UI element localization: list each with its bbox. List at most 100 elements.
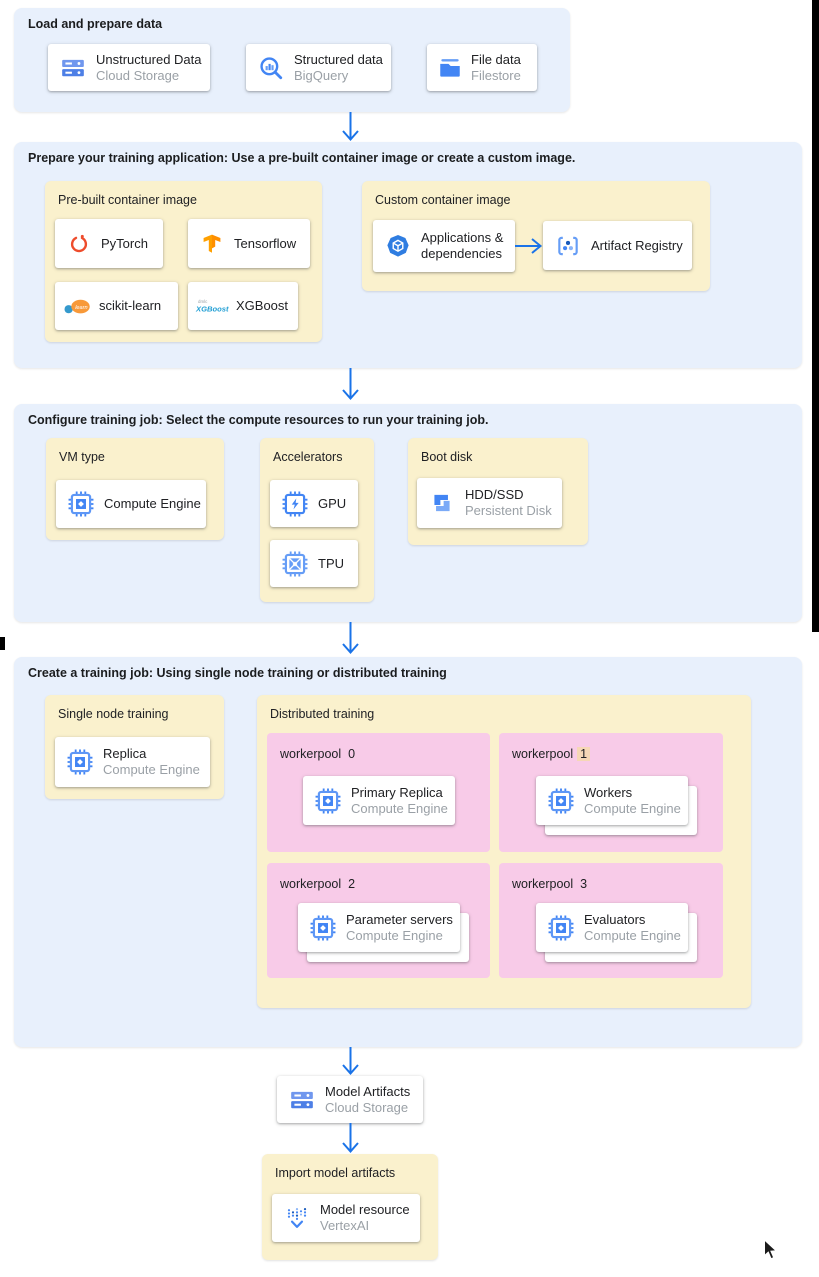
group-import-model-artifacts: Import model artifacts Model resource Ve… xyxy=(262,1154,438,1260)
section-load-and-prepare-data: Load and prepare data Unstructured Data … xyxy=(14,8,570,112)
card-title: Compute Engine xyxy=(104,496,201,511)
group-custom-container-image: Custom container image Applications & de… xyxy=(362,181,710,291)
vertex-ai-icon xyxy=(284,1205,310,1231)
section-title: Prepare your training application: Use a… xyxy=(28,151,576,165)
group-label: Custom container image xyxy=(375,193,511,207)
group-accelerators: Accelerators GPU TPU xyxy=(260,438,374,602)
compute-engine-icon xyxy=(315,788,341,814)
card-pytorch: PyTorch xyxy=(55,219,163,268)
flow-arrow-down-icon xyxy=(342,1123,359,1154)
card-model-artifacts: Model Artifacts Cloud Storage xyxy=(277,1076,423,1123)
scikit-learn-icon xyxy=(63,294,93,318)
card-title: TPU xyxy=(318,555,344,571)
flow-arrow-down-icon xyxy=(342,368,359,401)
card-title: Artifact Registry xyxy=(591,237,683,253)
card-primary-replica: Primary Replica Compute Engine xyxy=(303,776,455,825)
flow-arrow-down-icon xyxy=(342,112,359,142)
card-file-data: File data Filestore xyxy=(427,44,537,91)
card-title: Primary Replica xyxy=(351,784,443,800)
card-subtitle: Compute Engine xyxy=(103,762,200,777)
group-prebuilt-container-image: Pre-built container image PyTorch Tensor… xyxy=(45,181,322,342)
card-title: Workers xyxy=(584,784,633,800)
card-evaluators: Evaluators Compute Engine xyxy=(536,903,688,952)
section-prepare-training-application: Prepare your training application: Use a… xyxy=(14,142,802,368)
card-subtitle: Cloud Storage xyxy=(96,67,180,83)
card-title: Unstructured Data xyxy=(96,51,202,67)
card-subtitle: BigQuery xyxy=(294,67,349,83)
card-title: HDD/SSD xyxy=(465,487,524,502)
cloud-storage-icon xyxy=(289,1087,315,1113)
compute-engine-icon xyxy=(310,915,336,941)
card-compute-engine: Compute Engine xyxy=(56,480,206,528)
tpu-icon xyxy=(282,551,308,577)
group-label: Single node training xyxy=(58,707,169,721)
card-title: Structured data xyxy=(294,51,383,67)
card-subtitle: Filestore xyxy=(471,67,521,83)
card-xgboost: XGBoost xyxy=(188,282,298,330)
flow-arrow-right-icon xyxy=(515,238,543,254)
group-label: Pre-built container image xyxy=(58,193,197,207)
card-subtitle: Persistent Disk xyxy=(465,503,552,518)
card-subtitle: Compute Engine xyxy=(346,927,443,943)
group-label: VM type xyxy=(59,450,105,464)
card-scikit-learn: scikit-learn xyxy=(55,282,178,330)
applications-dependencies-icon xyxy=(385,233,411,259)
group-boot-disk: Boot disk HDD/SSD Persistent Disk xyxy=(408,438,588,545)
gpu-icon xyxy=(282,491,308,517)
card-subtitle: Cloud Storage xyxy=(325,1099,409,1115)
section-create-training-job: Create a training job: Using single node… xyxy=(14,657,802,1047)
card-artifact-registry: Artifact Registry xyxy=(543,221,692,270)
flow-arrow-down-icon xyxy=(342,622,359,655)
tensorflow-icon xyxy=(200,232,224,256)
cloud-storage-icon xyxy=(60,55,86,81)
card-title: XGBoost xyxy=(236,298,289,313)
group-label: Distributed training xyxy=(270,707,375,721)
card-subtitle: VertexAI xyxy=(320,1218,370,1233)
card-title: File data xyxy=(471,51,521,67)
section-title: Create a training job: Using single node… xyxy=(28,666,447,680)
group-label: Boot disk xyxy=(421,450,473,464)
compute-engine-icon xyxy=(548,915,574,941)
bigquery-icon xyxy=(258,55,284,81)
artifact-registry-icon xyxy=(555,233,581,259)
card-tensorflow: Tensorflow xyxy=(188,219,310,268)
card-unstructured-data: Unstructured Data Cloud Storage xyxy=(48,44,210,91)
card-workers: Workers Compute Engine xyxy=(536,776,688,825)
card-subtitle: Compute Engine xyxy=(351,800,448,816)
card-title: Tensorflow xyxy=(234,235,297,251)
card-title: Replica xyxy=(103,746,147,761)
card-gpu: GPU xyxy=(270,480,358,527)
card-title: scikit-learn xyxy=(99,298,162,313)
card-model-resource: Model resource VertexAI xyxy=(272,1194,420,1242)
persistent-disk-icon xyxy=(429,490,455,516)
card-subtitle: Compute Engine xyxy=(584,927,681,943)
xgboost-icon xyxy=(194,294,232,318)
card-title: Model Artifacts xyxy=(325,1083,411,1099)
section-title: Load and prepare data xyxy=(28,17,163,31)
section-configure-training-job: Configure training job: Select the compu… xyxy=(14,404,802,622)
group-label: Accelerators xyxy=(273,450,343,464)
card-title: Evaluators xyxy=(584,911,646,927)
flow-arrow-down-icon xyxy=(342,1047,359,1076)
section-title: Configure training job: Select the compu… xyxy=(28,413,489,427)
group-single-node-training: Single node training Replica Compute Eng… xyxy=(45,695,224,799)
highlighted-number: 1 xyxy=(577,747,591,761)
group-label: Import model artifacts xyxy=(275,1166,396,1180)
pytorch-icon xyxy=(67,232,91,256)
card-structured-data: Structured data BigQuery xyxy=(246,44,391,91)
card-hdd-ssd: HDD/SSD Persistent Disk xyxy=(417,478,562,528)
card-title: GPU xyxy=(318,495,347,511)
card-title: Parameter servers xyxy=(346,911,453,927)
card-parameter-servers: Parameter servers Compute Engine xyxy=(298,903,460,952)
card-applications-dependencies: Applications & dependencies xyxy=(373,220,515,272)
